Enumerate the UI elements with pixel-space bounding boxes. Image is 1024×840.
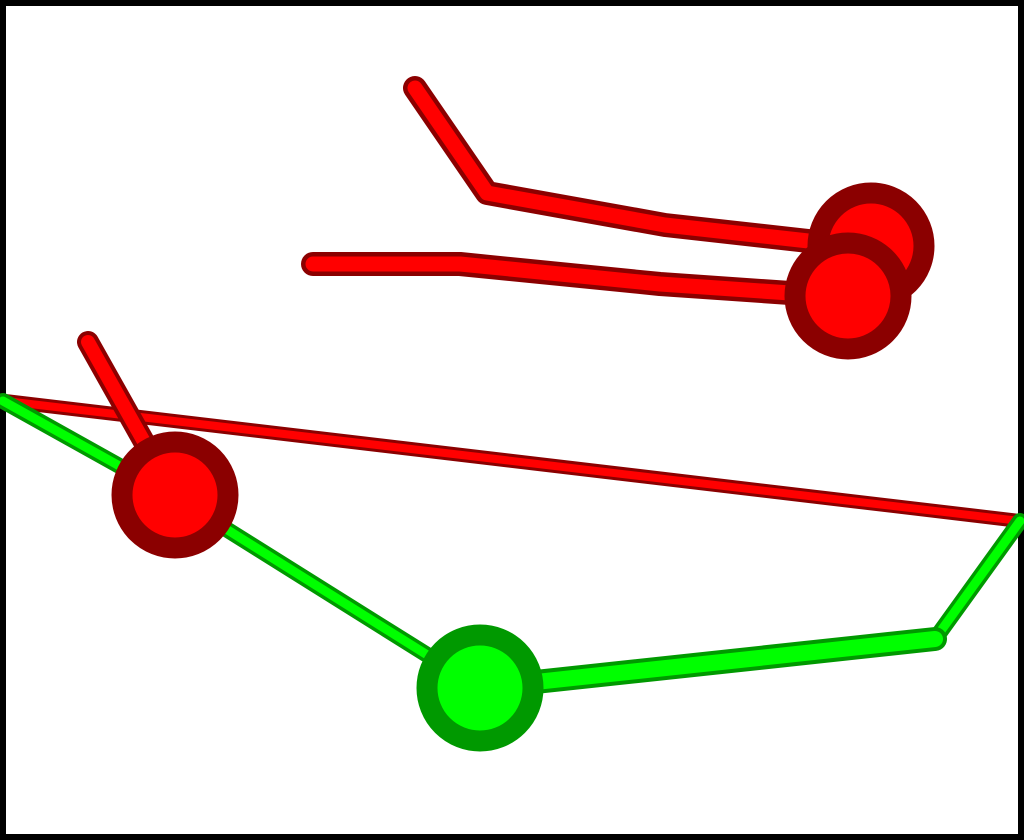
red-figure-3-head	[784, 232, 912, 360]
red-figure-1[interactable]	[77, 331, 239, 559]
red-figure-3[interactable]	[301, 232, 912, 360]
green-figure-1-head	[416, 624, 544, 752]
red-figure-2-limb	[403, 76, 883, 260]
red-figure-3-limb	[301, 252, 860, 309]
red-boundary-line	[0, 394, 1024, 528]
red-figure-1-head	[111, 431, 239, 559]
